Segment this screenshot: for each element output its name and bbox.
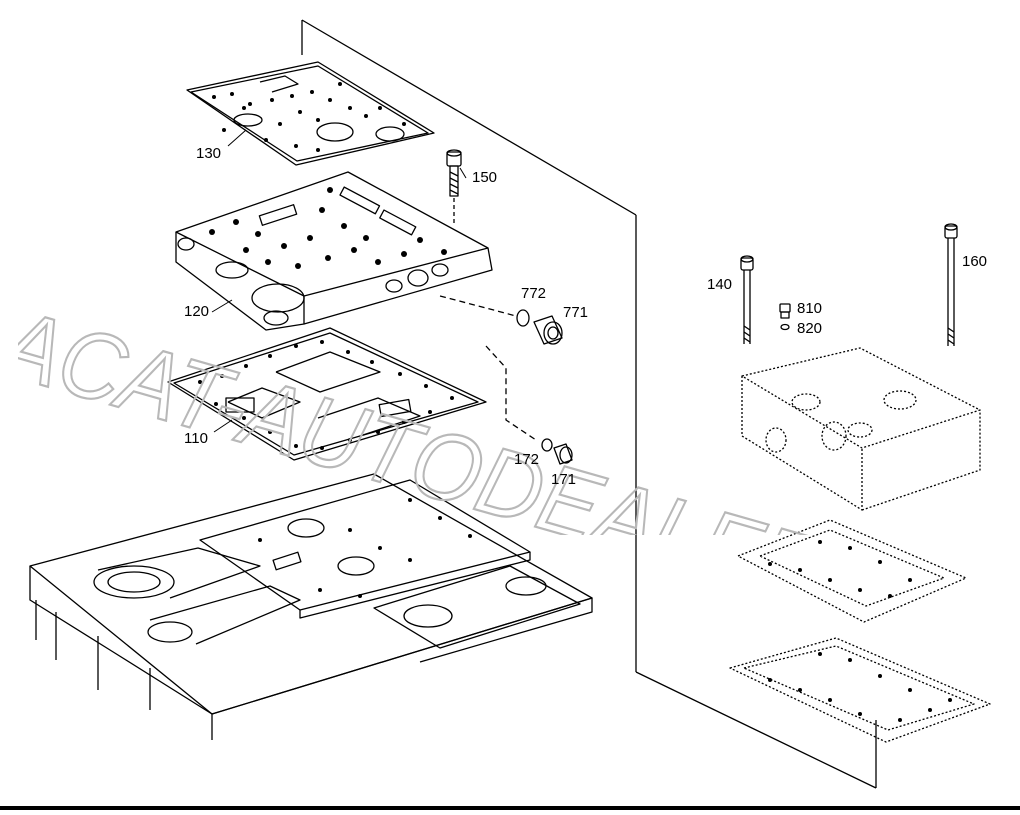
frame-border (0, 806, 1020, 810)
valve-block-dots (768, 540, 952, 722)
bolt-160 (944, 223, 958, 346)
plug-771 (533, 315, 563, 345)
transmission-housing (29, 473, 593, 740)
o-ring-172 (541, 438, 553, 452)
callout-820: 820 (797, 320, 823, 337)
o-ring-820 (780, 323, 790, 331)
callout-110: 110 (184, 430, 208, 447)
callout-171: 171 (551, 471, 577, 488)
gasket-130 (186, 61, 435, 166)
callout-130: 130 (196, 145, 222, 162)
callout-140: 140 (707, 276, 733, 293)
plug-810 (779, 303, 791, 319)
assembled-valve-block (729, 347, 991, 743)
callout-150: 150 (472, 169, 498, 186)
plug-171 (553, 443, 573, 465)
callout-120: 120 (184, 303, 210, 320)
leader-lines (211, 129, 467, 433)
separation-plane (301, 19, 877, 789)
callout-172: 172 (514, 451, 540, 468)
callout-810: 810 (797, 300, 823, 317)
bolt-150 (446, 149, 462, 224)
bolt-140 (740, 255, 754, 344)
o-ring-772 (516, 309, 530, 327)
gasket-110 (167, 327, 487, 461)
callout-160: 160 (962, 253, 988, 270)
callout-771: 771 (563, 304, 589, 321)
valve-body-120 (175, 171, 493, 331)
assembly-line-772 (439, 295, 517, 317)
callout-772: 772 (521, 285, 547, 302)
assembly-line-172 (485, 345, 537, 441)
